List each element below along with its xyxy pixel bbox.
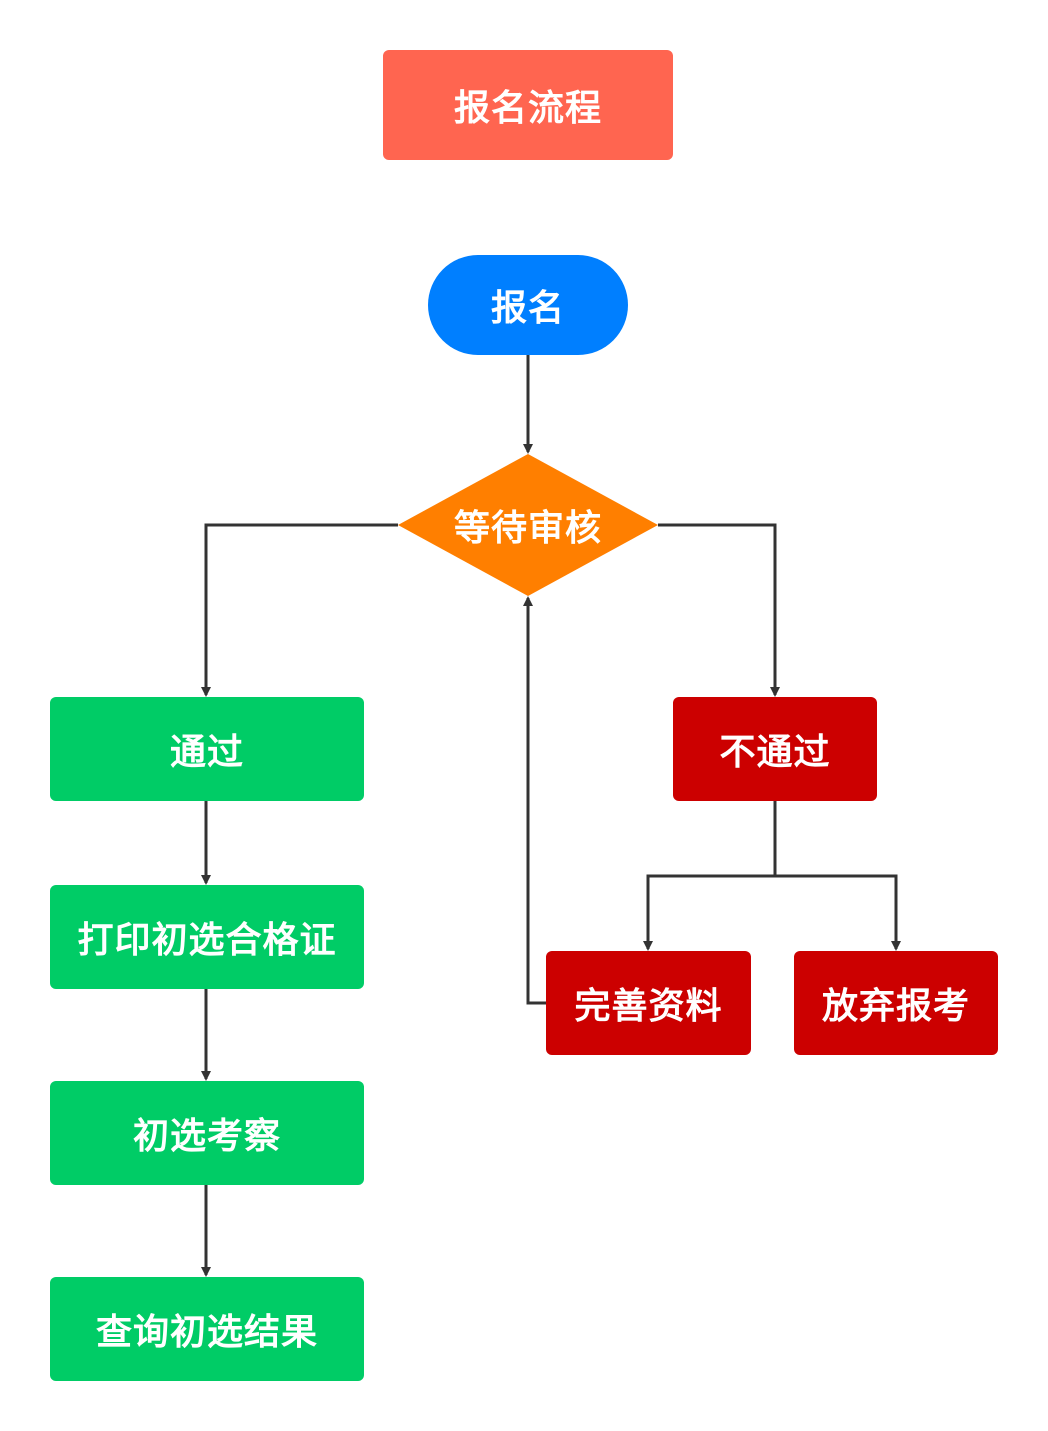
decision-node-label: 等待审核 (453, 508, 602, 549)
process-node-complete-info: 完善资料 (546, 951, 751, 1055)
preliminary-exam-label: 初选考察 (132, 1116, 281, 1157)
print-certificate-label: 打印初选合格证 (77, 920, 337, 961)
pass-node-label: 通过 (169, 732, 244, 773)
give-up-label: 放弃报考 (821, 986, 970, 1027)
connector-decision-to-fail (658, 523, 780, 697)
flowchart-title-label: 报名流程 (453, 88, 602, 129)
query-result-label: 查询初选结果 (95, 1312, 318, 1353)
fail-node-label: 不通过 (719, 732, 831, 773)
decision-diamond (398, 454, 658, 596)
decision-node-pending-review: 等待审核 (398, 454, 658, 596)
start-node-register: 报名 (428, 255, 628, 355)
connector-decision-to-pass (201, 523, 398, 697)
process-node-give-up: 放弃报考 (794, 951, 998, 1055)
connector-complete-to-decision (523, 596, 546, 1005)
process-node-fail: 不通过 (673, 697, 877, 801)
complete-info-label: 完善资料 (574, 986, 723, 1027)
connector-fail-to-giveup (775, 874, 901, 951)
process-node-print-certificate: 打印初选合格证 (50, 885, 364, 989)
process-node-preliminary-exam: 初选考察 (50, 1081, 364, 1185)
start-node-label: 报名 (490, 288, 565, 329)
flowchart-title: 报名流程 (383, 50, 673, 160)
process-node-pass: 通过 (50, 697, 364, 801)
connector-fail-to-complete (643, 801, 777, 951)
process-node-query-result: 查询初选结果 (50, 1277, 364, 1381)
